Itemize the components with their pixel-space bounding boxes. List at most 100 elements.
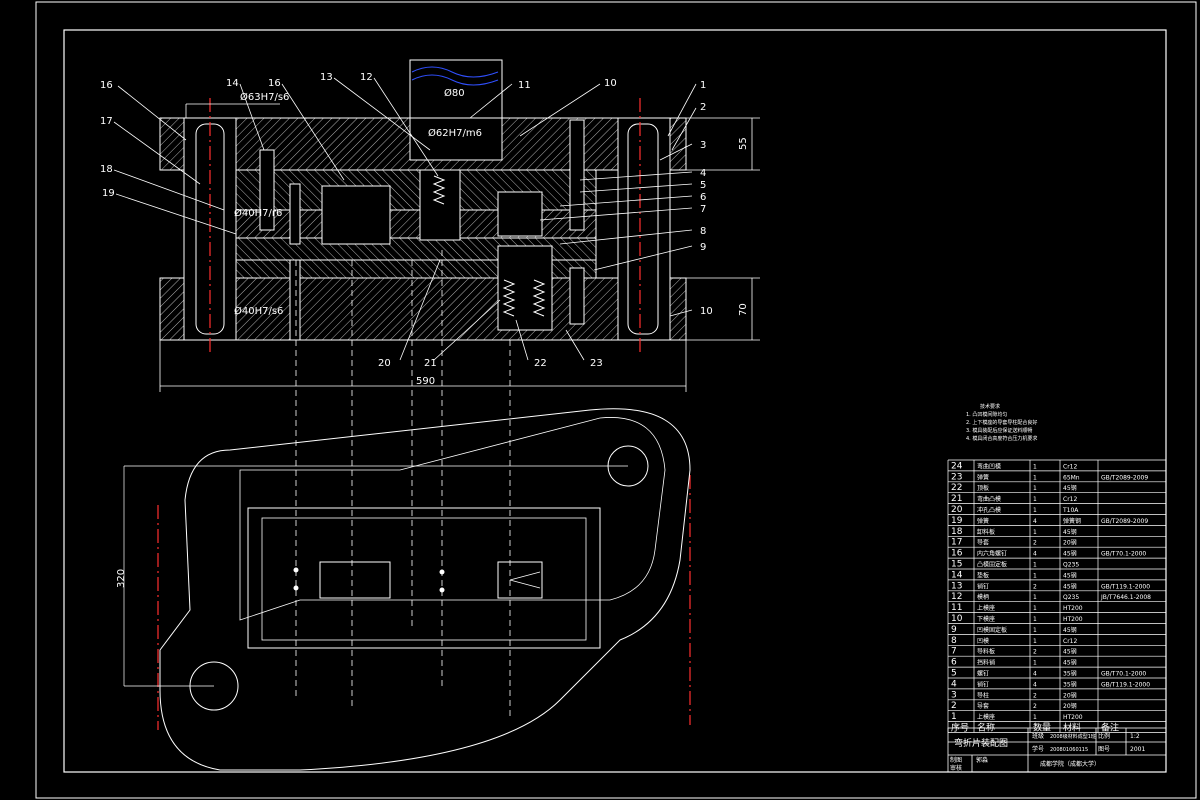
punch-right — [497, 191, 543, 237]
bom-cell: 45钢 — [1063, 648, 1077, 656]
bom-cell: 1 — [1033, 714, 1037, 721]
bom-cell: 45钢 — [1063, 528, 1077, 536]
callout-14: 13 — [320, 72, 333, 83]
bom-cell: 1 — [1033, 660, 1037, 667]
punch-left — [321, 185, 391, 245]
bom-cell: 1 — [1033, 594, 1037, 601]
callout-16a: 14 — [226, 78, 239, 89]
note-4: 4. 模具闭合高度符合压力机要求 — [966, 435, 1037, 442]
section-view — [159, 59, 687, 341]
callouts: 16 17 18 19 14 16 13 12 11 10 1 2 3 4 5 … — [100, 72, 713, 369]
punch-opening-right — [497, 561, 543, 599]
bom-cell: 17 — [951, 538, 962, 548]
callout-22: 21 — [424, 358, 437, 369]
bom-cell: GB/T119.1-2000 — [1101, 681, 1150, 688]
bom-cell: 19 — [951, 516, 963, 526]
dim-height-lower: 70 — [738, 303, 749, 316]
dim-fit-mid-left: Ø40H7/r6 — [234, 207, 282, 219]
bom-cell: 5 — [951, 669, 957, 679]
bom-cell: Cr12 — [1063, 638, 1077, 645]
bom-cell: 1 — [1033, 605, 1037, 612]
bom-cell: 导套 — [977, 702, 989, 710]
bom-cell: GB/T70.1-2000 — [1101, 671, 1146, 678]
dim-fit-top-left: Ø63H7/s6 — [240, 91, 289, 103]
bom-cell: 24 — [951, 461, 963, 471]
bom-cell: 22 — [951, 483, 962, 493]
bom-cell: 45钢 — [1063, 571, 1077, 579]
bom-cell: 导套 — [977, 539, 989, 547]
bom-cell: 弹簧 — [977, 473, 989, 481]
bom-cell: 23 — [951, 472, 962, 482]
bom-cell: 16 — [951, 549, 963, 559]
bom-cell: 弹簧 — [977, 517, 989, 525]
bom-cell: 20 — [951, 505, 963, 515]
bom-cell: Cr12 — [1063, 463, 1077, 470]
lower-die-outline — [159, 408, 691, 771]
callout-12: 11 — [518, 80, 531, 91]
note-3: 3. 模具装配后应保证送料顺畅 — [966, 427, 1032, 434]
bom-cell: 1 — [1033, 496, 1037, 503]
bom-cell: 导料板 — [977, 648, 995, 656]
bom-cell: 7 — [951, 647, 957, 657]
bom-cell: 2 — [1033, 583, 1037, 590]
bom-cell: 2 — [1033, 540, 1037, 547]
drawing-no-value: 2001 — [1130, 746, 1145, 753]
bom-cell: 8 — [951, 636, 957, 646]
bom-cell: 4 — [1033, 671, 1037, 678]
dim-fit-top-right: Ø62H7/m6 — [428, 127, 482, 139]
bom-cell: 45钢 — [1063, 484, 1077, 492]
bom-header-cell: 名称 — [977, 722, 995, 734]
label-reviewer: 审核 — [950, 764, 962, 772]
bom-cell: 4 — [1033, 518, 1037, 525]
callout-16b: 16 — [268, 78, 281, 89]
notes-title: 技术要求 — [980, 403, 1000, 410]
bom-cell: 1 — [1033, 627, 1037, 634]
callout-18: 17 — [100, 116, 113, 127]
bom-cell: GB/T2089-2009 — [1101, 474, 1148, 481]
bom-cell: 1 — [1033, 572, 1037, 579]
lower-die-inner — [239, 417, 666, 621]
bom-cell: 45钢 — [1063, 582, 1077, 590]
bom-cell: 4 — [1033, 551, 1037, 558]
bom-cell: GB/T119.1-2000 — [1101, 583, 1150, 590]
designer-value: 郭淼 — [976, 756, 988, 764]
student-no-value: 200801060115 — [1050, 747, 1088, 753]
bom-cell: 凹模固定板 — [977, 626, 1007, 634]
bom-cell: 20钢 — [1063, 539, 1077, 547]
plan-view — [123, 408, 691, 771]
bom-header-cell: 材料 — [1063, 722, 1081, 734]
bom-cell: 销钉 — [977, 582, 989, 590]
bom-cell: 凸模固定板 — [977, 561, 1007, 569]
screw-left — [259, 149, 275, 231]
bom-cell: 21 — [951, 494, 962, 504]
bom-cell: 顶板 — [977, 484, 989, 492]
leader-lines — [113, 77, 697, 361]
die-block — [247, 507, 601, 649]
callout-5: 5 — [700, 180, 706, 191]
bom-cell: 1 — [1033, 507, 1037, 514]
ratio-value: 1:2 — [1130, 733, 1140, 740]
bom-cell: 2 — [951, 701, 957, 711]
bom-cell: 1 — [1033, 562, 1037, 569]
bom-cell: 11 — [951, 603, 962, 613]
callout-19: 18 — [100, 164, 113, 175]
bom-cell: 1 — [951, 712, 957, 722]
dim-shank-dia: Ø80 — [444, 87, 465, 99]
bom-cell: 3 — [951, 690, 957, 700]
label-designer: 制图 — [950, 756, 962, 764]
dim-fit-bottom-left: Ø40H7/s6 — [234, 305, 283, 317]
bom-cell: Q235 — [1063, 562, 1079, 569]
shank-break-line — [411, 66, 499, 78]
bom-cell: GB/T2089-2009 — [1101, 518, 1148, 525]
callout-6: 6 — [700, 192, 706, 203]
callout-13: 12 — [360, 72, 373, 83]
bom-cell: 35钢 — [1063, 680, 1077, 688]
spring-housing — [497, 245, 553, 331]
dim-height-upper: 55 — [738, 137, 749, 150]
bom-cell: 螺钉 — [977, 670, 989, 678]
bom-cell: 下模座 — [977, 615, 995, 623]
school-name: 成都学院（成都大学） — [1040, 760, 1100, 768]
bom-cell: 导柱 — [977, 691, 989, 699]
bom-cell: 挡料销 — [977, 659, 995, 667]
dim-width-overall: 590 — [416, 376, 435, 387]
